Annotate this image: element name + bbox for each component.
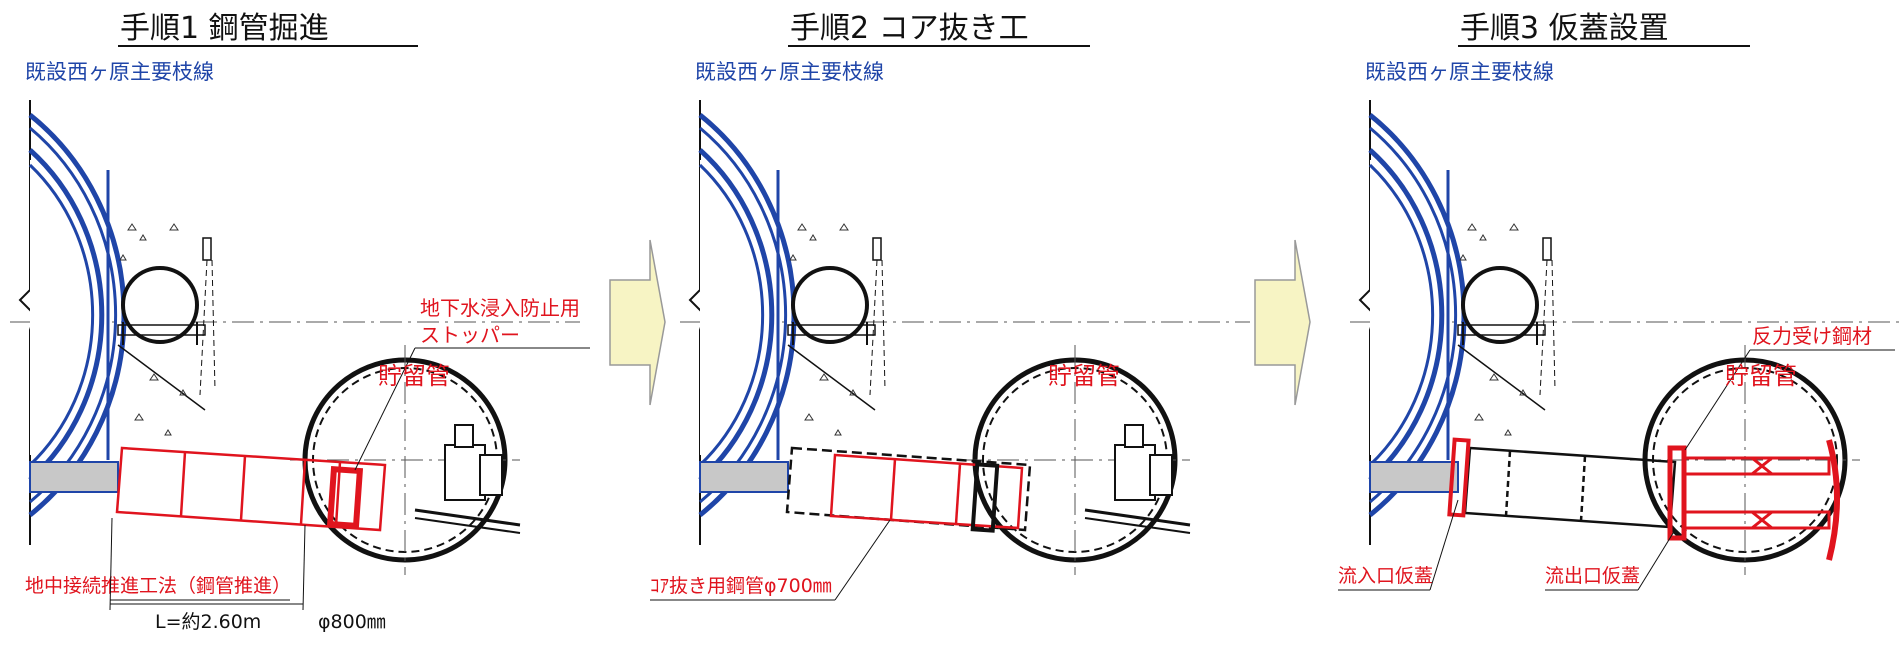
step-2-subtitle: 既設西ヶ原主要枝線	[695, 60, 884, 84]
step-arrow-1	[609, 239, 666, 406]
diameter-label: φ800㎜	[318, 611, 386, 633]
reaction-steel-label: 反力受け鋼材	[1752, 324, 1872, 348]
storage-pipe-label-3: 貯留管	[1725, 362, 1797, 390]
step-1-subtitle: 既設西ヶ原主要枝線	[25, 60, 214, 84]
method-label: 地中接続推進工法（鋼管推進）	[25, 575, 291, 597]
step-2-title: 手順2 コア抜き工	[790, 11, 1029, 46]
storage-pipe-label-1: 貯留管	[378, 362, 450, 390]
steel-pipe-jacking-1	[115, 446, 387, 532]
core-drill-pipe	[785, 446, 1032, 533]
stopper-annotation: 地下水浸入防止用 ストッパー	[354, 296, 590, 471]
step-1-panel: 手順1 鋼管掘進 既設西ヶ原主要枝線 地下水浸入防止用 ストッパー 貯留管 地中…	[10, 11, 590, 633]
inlet-temporary-cover	[1447, 437, 1471, 518]
step-3-subtitle: 既設西ヶ原主要枝線	[1365, 60, 1554, 84]
outlet-cover-label: 流出口仮蓋	[1545, 565, 1640, 587]
storage-pipe-label-2: 貯留管	[1048, 362, 1120, 390]
inlet-cover-label: 流入口仮蓋	[1338, 565, 1433, 587]
outlet-cover-and-reaction-steel	[1667, 439, 1840, 561]
stopper-label-line2: ストッパー	[420, 323, 520, 347]
core-pipe-label: ｺｱ抜き用鋼管φ700㎜	[650, 575, 832, 597]
stopper-label-line1: 地下水浸入防止用	[420, 296, 580, 320]
step-arrow-2	[1254, 239, 1311, 406]
step-3-panel: 手順3 仮蓋設置 既設西ヶ原主要枝線 反力受け鋼材 貯留管 流入口仮蓋 流出口仮	[1338, 11, 1900, 591]
step-1-title: 手順1 鋼管掘進	[120, 11, 329, 46]
length-label: L=約2.60m	[155, 611, 261, 633]
step-2-panel: 手順2 コア抜き工 既設西ヶ原主要枝線 貯留管 ｺｱ抜き用鋼管φ700㎜	[650, 11, 1250, 601]
installed-pipe	[1463, 446, 1677, 529]
step-3-title: 手順3 仮蓋設置	[1460, 11, 1669, 46]
